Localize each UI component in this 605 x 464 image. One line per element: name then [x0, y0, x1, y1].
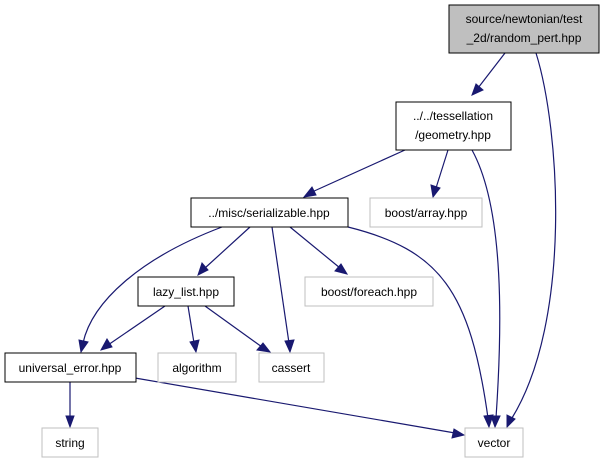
node-geometry-line-2: /geometry.hpp [415, 128, 491, 142]
node-lazy-list-label: lazy_list.hpp [153, 285, 219, 299]
edge-universal-error-to-vector [134, 377, 466, 439]
node-universal-error-label: universal_error.hpp [19, 361, 122, 375]
node-algorithm-label: algorithm [172, 361, 221, 375]
node-algorithm: algorithm [157, 352, 237, 383]
node-string-label: string [55, 436, 84, 450]
edge-lazy-list-to-universal-error [99, 305, 166, 351]
edge-serializable-to-lazy-list [197, 226, 251, 276]
edge-random-pert-to-geometry [471, 52, 506, 96]
node-serializable-label: ../misc/serializable.hpp [208, 206, 330, 220]
node-random-pert-hpp: source/newtonian/test _2d/random_pert.hp… [448, 4, 600, 54]
edge-serializable-to-universal-error [78, 226, 223, 354]
edge-lazy-list-to-algorithm [187, 305, 200, 354]
edge-geometry-to-serializable [302, 149, 406, 198]
edge-universal-error-to-string [65, 382, 75, 429]
edge-geometry-to-vector [471, 149, 501, 429]
edges [65, 52, 557, 439]
edge-random-pert-to-vector [506, 52, 557, 429]
edge-serializable-to-boost-foreach [289, 226, 349, 275]
edge-serializable-to-vector [347, 226, 494, 429]
node-random-pert-line-1: source/newtonian/test [466, 12, 583, 26]
node-cassert: cassert [258, 352, 325, 383]
node-random-pert-line-2: _2d/random_pert.hpp [466, 31, 582, 45]
nodes: source/newtonian/test _2d/random_pert.hp… [4, 4, 600, 458]
node-serializable-hpp[interactable]: ../misc/serializable.hpp [190, 197, 349, 228]
node-boost-array-label: boost/array.hpp [385, 206, 468, 220]
node-string: string [41, 427, 99, 458]
node-geometry-line-1: ../../tessellation [413, 109, 493, 123]
node-vector: vector [464, 427, 524, 458]
node-boost-array-hpp: boost/array.hpp [369, 197, 483, 228]
node-vector-label: vector [478, 436, 511, 450]
node-boost-foreach-label: boost/foreach.hpp [321, 285, 417, 299]
node-boost-foreach-hpp: boost/foreach.hpp [304, 276, 434, 307]
edge-geometry-to-boost-array [430, 149, 449, 199]
node-cassert-label: cassert [272, 361, 311, 375]
node-universal-error-hpp[interactable]: universal_error.hpp [4, 352, 137, 383]
node-geometry-hpp[interactable]: ../../tessellation /geometry.hpp [395, 101, 512, 151]
node-lazy-list-hpp[interactable]: lazy_list.hpp [137, 276, 235, 307]
edge-serializable-to-cassert [271, 226, 295, 354]
edge-lazy-list-to-cassert [204, 305, 272, 353]
